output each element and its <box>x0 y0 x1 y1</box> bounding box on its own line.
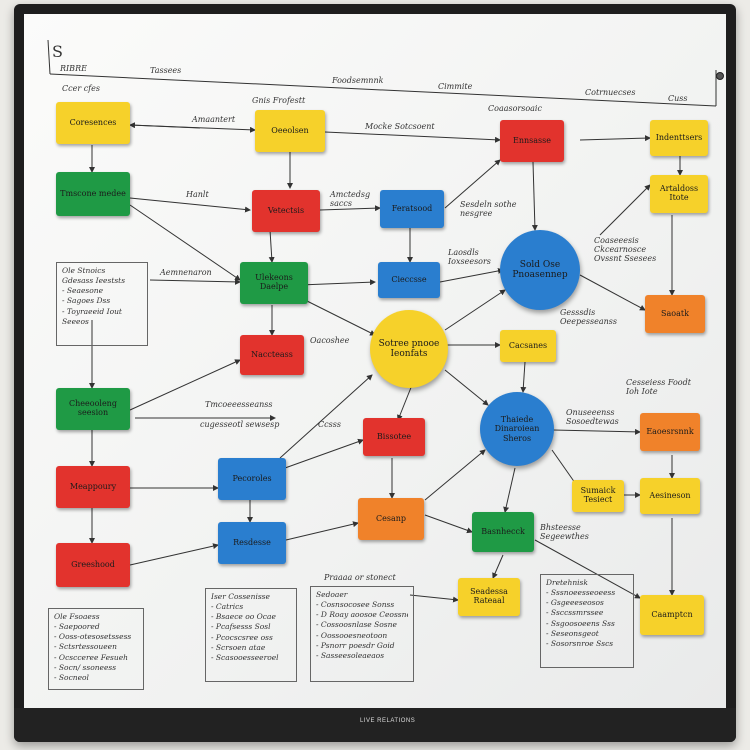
card-coresences[interactable]: Coresences <box>56 102 130 144</box>
label-praaaa: Praaaa or stonect <box>324 573 396 582</box>
note-line: - Socneol <box>54 672 89 682</box>
note-line: - Sssnoeesseoeess <box>546 588 616 598</box>
marker-tray <box>14 708 736 742</box>
note-ole-stnoics: Ole Stnoics Gdesass Ieeststs - Seaesone … <box>56 262 148 346</box>
header-sub: Ccer cfes <box>62 84 100 93</box>
label-onuseeenss: Onuseeenss Sosoedtewas <box>566 408 619 426</box>
label-cugesseotl: cugesseotl sewsesp <box>200 420 280 429</box>
circle-thaiede[interactable]: Thaiede Dinaroiean Sheros <box>480 392 554 466</box>
note-line: - Cosnsocosee Sonss <box>316 600 395 610</box>
note-line: - Catrics <box>211 602 244 612</box>
label-sesdeln: Sesdeln sothe nesgree <box>460 200 517 218</box>
label-amctedsg: Amctedsg saccs <box>330 190 371 208</box>
note-line: - Ssgoosoeens Sss <box>546 618 615 628</box>
card-resdesse[interactable]: Resdesse <box>218 522 286 564</box>
card-basnhecck[interactable]: Basnhecck <box>472 512 534 552</box>
card-feratsood[interactable]: Feratsood <box>380 190 444 228</box>
header-col-2: Tassees <box>150 66 182 75</box>
note-line: - Bsaece oo Ocae <box>211 612 276 622</box>
note-sedoaer: Sedoaer - Cosnsocosee Sonss - D Roay aoo… <box>310 586 414 682</box>
card-cesanp[interactable]: Cesanp <box>358 498 424 540</box>
note-line: - D Roay aoosoe Ceossne <box>316 610 408 620</box>
note-line: - Sosorsnroe Sscs <box>546 638 614 648</box>
note-line: - Gsgeeeseosos <box>546 598 604 608</box>
note-line: - Oossooesneotoon <box>316 630 388 640</box>
note-line: - Socn/ ssoneess <box>54 662 117 672</box>
card-caamptcn[interactable]: Caamptcn <box>640 595 704 635</box>
note-line: - Pcocscsree oss <box>211 632 273 642</box>
note-line: - Saepoored <box>54 622 100 632</box>
label-aemnenaron: Aemnenaron <box>160 268 212 277</box>
note-line: - Scasooesseeroel <box>211 652 279 662</box>
note-iser-cossenisse: Iser Cossenisse - Catrics - Bsaece oo Oc… <box>205 588 297 682</box>
circle-sold-ose[interactable]: Sold Ose Pnoasennep <box>500 230 580 310</box>
card-ulekeons[interactable]: Ulekeons Daelpe <box>240 262 308 304</box>
card-pecoroles[interactable]: Pecoroles <box>218 458 286 500</box>
card-oeeolsen[interactable]: Oeeolsen <box>255 110 325 152</box>
label-gesssdis: Gesssdis Oeepesseanss <box>560 308 617 326</box>
card-saoatk[interactable]: Saoatk <box>645 295 705 333</box>
card-greeshood[interactable]: Greeshood <box>56 543 130 587</box>
header-col-5: Cotrnuecses <box>585 88 636 97</box>
note-line: - Pcafsesss Sosl <box>211 622 271 632</box>
note-line: - Cossoosnlase Sosne <box>316 620 397 630</box>
card-ennsasse[interactable]: Ennsasse <box>500 120 564 162</box>
note-line: - Seseonsgeot <box>546 628 599 638</box>
note-title: Sedoaer <box>316 590 348 599</box>
card-bissotee[interactable]: Bissotee <box>363 418 425 456</box>
label-amaantert: Amaantert <box>192 115 236 124</box>
note-line: - Ooss-otesosetssess <box>54 632 132 642</box>
note-ole-fsoaess: Ole Fsoaess - Saepoored - Ooss-otesosets… <box>48 608 144 690</box>
note-title: Ole Fsoaess <box>54 612 100 621</box>
card-aesineson[interactable]: Aesineson <box>640 478 700 514</box>
header-mark: S <box>52 42 63 61</box>
label-tmcoeeesseanss: Tmcoeeesseanss <box>205 400 273 409</box>
note-title: Dretehnisk <box>546 578 588 587</box>
note-line: - Ocscceree Fesueh <box>54 652 128 662</box>
card-indenttsers[interactable]: Indenttsers <box>650 120 708 156</box>
label-ccsss: Ccsss <box>318 420 341 429</box>
header-col-4: Cimmite <box>438 82 473 91</box>
card-sumaick[interactable]: Sumaick Tesiect <box>572 480 624 512</box>
label-cesseiess: Cesseiess Foodt Ioh Iote <box>626 378 691 396</box>
label-gnis: Gnis Frofestt <box>252 96 306 105</box>
note-line: Gdesass Ieeststs <box>62 276 126 286</box>
label-coaasorsoaic: Coaasorsoaic <box>488 104 542 113</box>
card-artaldoss[interactable]: Artaldoss Itote <box>650 175 708 213</box>
label-hanlt: Hanlt <box>186 190 209 199</box>
note-line: - Psnorr poesdr Goid <box>316 640 395 650</box>
label-coaseeesis: Coaseeesis Ckcearnosce Ovssnt Ssesees <box>594 236 657 263</box>
card-cacsanes[interactable]: Cacsanes <box>500 330 556 362</box>
note-line: - Sasseesoleaeaos <box>316 650 385 660</box>
note-title: Ole Stnoics <box>62 266 106 275</box>
note-line: - Seaesone <box>62 286 104 296</box>
note-line: - Sagoes Dss <box>62 296 111 306</box>
note-line: - Toyraeeid Iout <box>62 306 122 316</box>
tray-label: LIVE RELATIONS <box>360 718 416 724</box>
circle-sotree[interactable]: Sotree pnooe Ieonfats <box>370 310 448 388</box>
label-oacoshee: Oacoshee <box>310 336 350 345</box>
note-dretehnisk: Dretehnisk - Sssnoeesseoeess - Gsgeeeseo… <box>540 574 634 668</box>
card-vetectsis[interactable]: Vetectsis <box>252 190 320 232</box>
card-meappoury[interactable]: Meappoury <box>56 466 130 508</box>
card-eaoesrsnnk[interactable]: Eaoesrsnnk <box>640 413 700 451</box>
note-line: - Sctsrtessoueen <box>54 642 117 652</box>
label-bhsteesse: Bhsteesse Segeewthes <box>540 523 589 541</box>
note-line: Seeeos <box>62 316 89 326</box>
note-line: - Ssccssmrssee <box>546 608 604 618</box>
header-col-6: Cuss <box>668 94 688 103</box>
card-tmscone[interactable]: Tmscone medee <box>56 172 130 216</box>
label-laosdls: Laosdls Ioxseesors <box>448 248 491 266</box>
header-col-3: Foodsemnnk <box>332 76 384 85</box>
note-line: - Scrsoen atae <box>211 642 266 652</box>
label-mocke: Mocke Sotcsoent <box>365 122 435 131</box>
header-col-1: RIBRE <box>60 64 87 73</box>
card-cheeooleng[interactable]: Cheeooleng seesion <box>56 388 130 430</box>
card-cieccsse[interactable]: Cieccsse <box>378 262 440 298</box>
card-seadessa[interactable]: Seadessa Rateaal <box>458 578 520 616</box>
card-naccteass[interactable]: Naccteass <box>240 335 304 375</box>
note-title: Iser Cossenisse <box>211 592 270 601</box>
